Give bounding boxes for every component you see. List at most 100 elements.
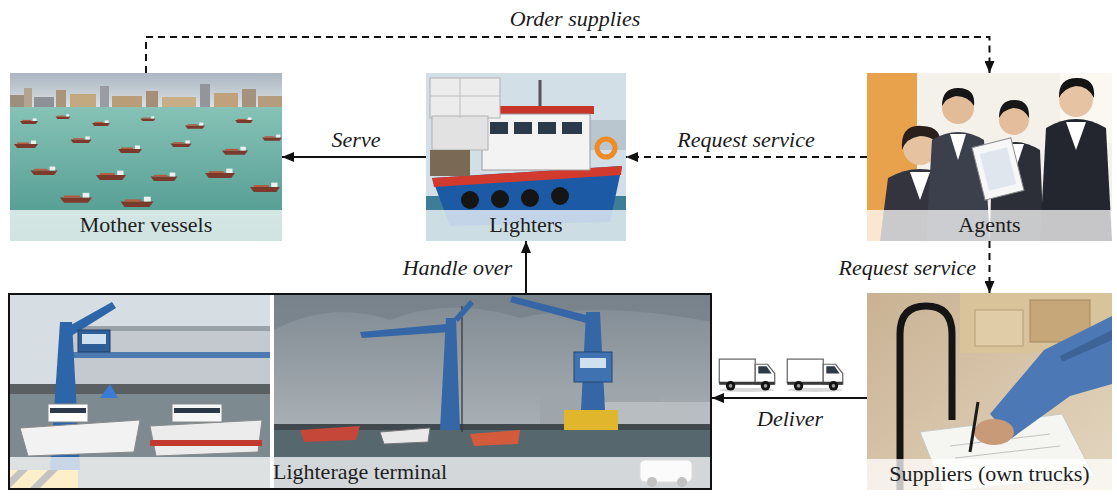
terminal-photo <box>274 293 712 330</box>
photo-node: Lighterage terminal <box>8 293 712 490</box>
terminal-photo <box>150 420 262 456</box>
anchorage-photo <box>262 135 282 141</box>
flow-arrow <box>525 241 527 293</box>
terminal-photo <box>8 384 270 394</box>
anchorage-photo <box>250 183 280 192</box>
lighter-photo <box>521 189 539 207</box>
lighter-photo <box>430 96 500 97</box>
lighter-photo <box>430 150 470 176</box>
lighter-photo <box>426 73 626 241</box>
terminal-photo <box>50 408 86 413</box>
anchorage-photo <box>118 146 142 154</box>
terminal-photo <box>70 330 270 392</box>
anchorage-photo <box>235 117 253 123</box>
terminal-photo <box>70 352 270 358</box>
agents-photo <box>867 73 1112 241</box>
node-caption: Agents <box>867 210 1112 241</box>
photo-node: Agents <box>867 73 1112 241</box>
lighter-photo <box>551 187 569 205</box>
anchorage-photo <box>171 140 192 147</box>
anchorage-photo <box>121 197 154 207</box>
anchorage-photo <box>71 136 92 143</box>
terminal-photo <box>100 384 118 398</box>
lighter-photo <box>432 116 488 150</box>
anchorage-photo <box>92 120 110 126</box>
terminal-photo <box>172 404 222 422</box>
terminal-photo <box>580 358 606 368</box>
agents-photo <box>972 138 1024 200</box>
terminal-photo <box>470 430 520 446</box>
lighter-photo <box>562 122 582 134</box>
anchorage-photo <box>151 173 178 181</box>
delivery-trucks <box>787 359 843 392</box>
lighter-photo <box>430 78 500 118</box>
edge-label: Serve <box>330 127 383 152</box>
node-caption: Mother vessels <box>10 210 282 241</box>
flow-arrow <box>146 37 990 73</box>
anchorage-photo <box>10 107 282 241</box>
agents-photo <box>910 172 930 200</box>
terminal-photo <box>574 352 612 382</box>
terminal-photo <box>461 306 462 432</box>
node-caption: Suppliers (own trucks) <box>867 459 1112 490</box>
anchorage-photo <box>141 116 156 121</box>
supplier-photo <box>970 402 978 452</box>
edge-label: Request service <box>675 127 816 152</box>
anchorage-photo <box>205 169 235 178</box>
anchorage-photo <box>222 147 248 155</box>
delivery-trucks <box>719 359 843 392</box>
lighter-photo <box>538 122 556 134</box>
terminal-photo <box>440 318 460 430</box>
edge-label: Deliver <box>755 406 825 431</box>
anchorage-photo <box>70 94 96 109</box>
photo-node: Mother vessels <box>10 73 282 241</box>
anchorage-photo <box>214 93 238 109</box>
node-caption: Lighters <box>426 210 626 241</box>
lighter-photo <box>490 122 508 134</box>
supplier-photo <box>867 293 1112 490</box>
agents-photo <box>980 147 1016 191</box>
agents-photo <box>942 88 974 106</box>
terminal-photo <box>78 330 110 352</box>
agents-photo <box>1059 78 1094 98</box>
lighter-photo <box>461 191 479 209</box>
flow-arrow <box>712 397 867 399</box>
agents-photo <box>950 134 966 160</box>
terminal-photo <box>380 428 430 444</box>
lighter-photo <box>597 139 615 157</box>
lighter-photo <box>426 73 626 241</box>
anchorage-photo <box>31 167 58 175</box>
anchorage-photo <box>60 193 92 203</box>
lighter-photo <box>491 190 509 208</box>
terminal-photo <box>300 426 360 442</box>
terminal-photo <box>82 334 106 344</box>
flow-arrow <box>626 156 867 158</box>
edge-label: Request service <box>837 255 978 280</box>
anchorage-photo <box>185 123 205 129</box>
anchorage-photo <box>242 89 256 109</box>
lighter-photo <box>460 78 461 118</box>
supplier-photo <box>1060 330 1112 362</box>
anchorage-photo <box>96 171 126 180</box>
anchorage-photo <box>146 91 158 109</box>
supplier-photo <box>990 316 1112 438</box>
delivery-trucks <box>719 359 775 392</box>
lighter-photo <box>539 80 542 106</box>
edge-label: Handle over <box>401 255 514 280</box>
terminal-photo <box>360 324 450 338</box>
photo-node: Lighters <box>426 73 626 241</box>
anchorage-photo <box>20 118 38 124</box>
photo-node: Suppliers (own trucks) <box>867 293 1112 490</box>
lighter-photo <box>514 122 532 134</box>
supplier-photo <box>975 310 1023 346</box>
anchorage-photo <box>10 73 282 109</box>
agents-photo <box>999 100 1029 118</box>
agents-photo <box>867 73 1112 241</box>
anchorage-photo <box>100 86 109 109</box>
anchorage-photo <box>24 88 32 109</box>
flow-arrow <box>989 241 991 293</box>
terminal-photo <box>564 410 618 430</box>
